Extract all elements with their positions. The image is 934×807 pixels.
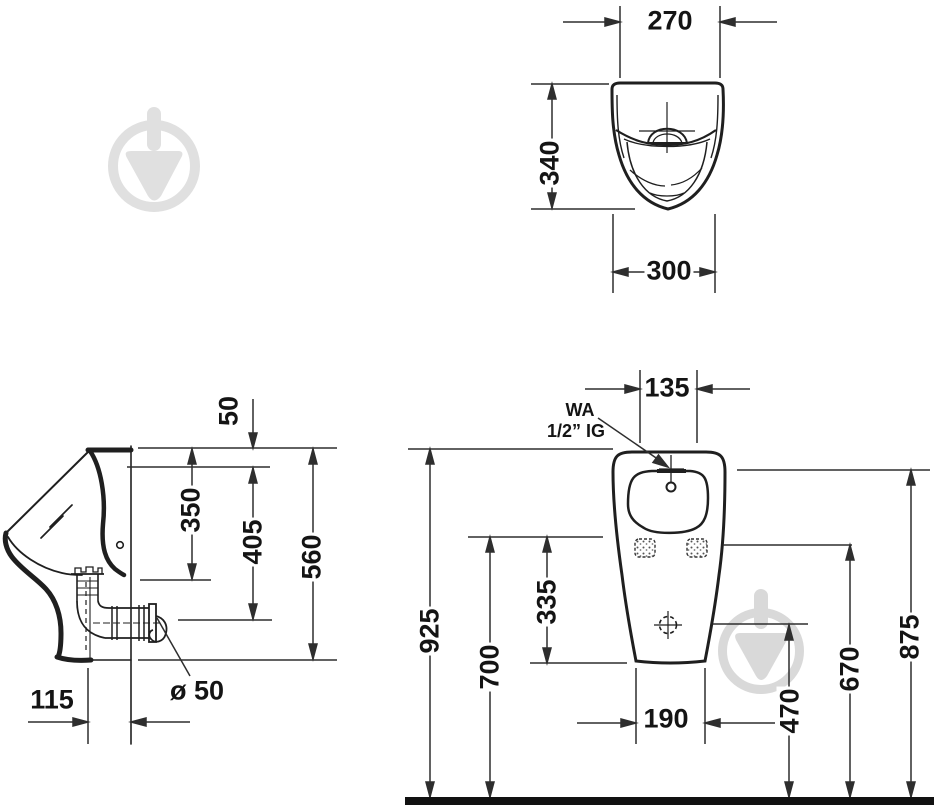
label-outlet-diameter: ø 50 <box>169 675 225 706</box>
dim-top-view-bottom-width: 300 <box>644 255 694 286</box>
dim-side-outlet-depth: 405 <box>237 517 268 567</box>
top-view-dimensions <box>531 6 777 293</box>
dim-front-bowl-bottom-height: 700 <box>474 642 505 692</box>
dim-front-lower-section: 335 <box>531 577 562 627</box>
watermark-logo-bottom-right <box>718 589 804 694</box>
side-view-urinal <box>2 445 134 745</box>
side-view-dimensions <box>28 399 337 744</box>
watermark-logo-top-left <box>108 107 200 212</box>
label-water-inlet-size: 1/2” IG <box>546 421 606 441</box>
dim-front-fixing-height: 670 <box>834 644 865 694</box>
side-view-drain-assembly <box>71 566 168 658</box>
floor-line <box>405 797 934 805</box>
top-view-spreader <box>639 102 695 153</box>
dim-side-total-depth: 560 <box>296 532 327 582</box>
top-view-urinal-outline <box>610 81 725 211</box>
dim-top-view-height: 340 <box>534 138 565 188</box>
dim-front-outlet-height: 470 <box>774 686 805 736</box>
dim-front-inlet-width: 135 <box>644 372 690 403</box>
dim-front-inlet-height: 875 <box>894 612 925 662</box>
dim-side-rim-offset: 50 <box>213 393 244 429</box>
front-view-urinal <box>611 450 727 665</box>
dim-top-view-top-width: 270 <box>647 5 693 36</box>
dim-side-upper-depth: 350 <box>175 485 206 535</box>
dim-side-wall-offset: 115 <box>30 684 74 715</box>
dim-front-overall-height: 925 <box>414 606 445 656</box>
dim-front-base-width: 190 <box>643 703 689 734</box>
label-water-inlet-wa: WA <box>565 400 595 420</box>
front-view-fixing-holes <box>634 538 708 558</box>
